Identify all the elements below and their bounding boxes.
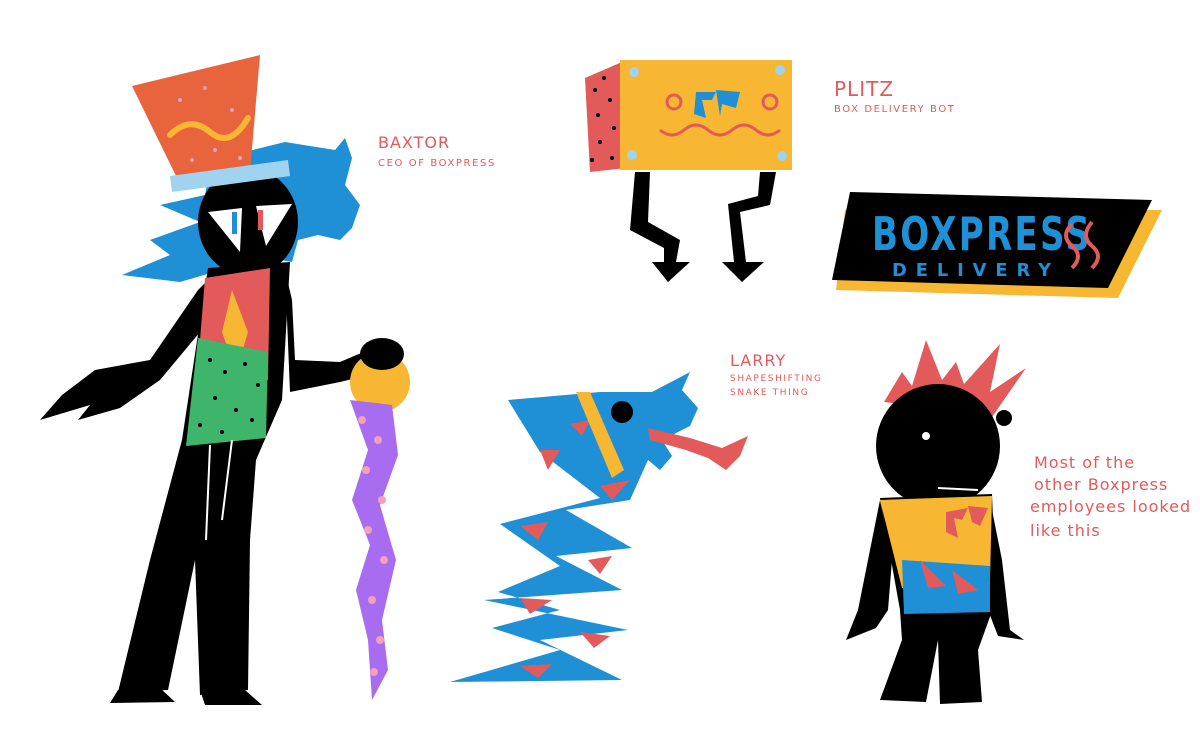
employee-mouth <box>937 487 979 491</box>
logo-plate <box>832 192 1152 288</box>
larry-body <box>450 372 698 682</box>
baxtor-left-arm <box>40 278 210 420</box>
larry-eye <box>611 401 633 423</box>
larry-tongue <box>648 428 748 470</box>
logo-word: BOXPRESS <box>872 207 1092 261</box>
baxtor-head <box>198 168 298 276</box>
baxtor-role: CEO OF BOXPRESS <box>378 158 496 169</box>
plitz-right-leg <box>722 172 776 282</box>
employee-ear <box>996 410 1012 426</box>
employee-note-line1: Most of the <box>1034 453 1136 472</box>
employee-left-arm <box>846 500 892 640</box>
larry-figure <box>450 372 748 682</box>
baxtor-cane <box>350 400 398 700</box>
larry-role-line1: SHAPESHIFTING <box>730 374 823 384</box>
employee-figure: BP <box>846 340 1026 704</box>
employee-badge: BP <box>960 519 962 521</box>
boxpress-logo: BOXPRESS DELIVERY <box>832 192 1162 298</box>
employee-head <box>876 384 1000 508</box>
baxtor-vest-pattern <box>186 338 268 446</box>
employee-note-line3: employees looked <box>1030 497 1192 516</box>
larry-name: LARRY <box>730 351 787 370</box>
plitz-mouth <box>659 123 781 137</box>
employee-eye <box>922 432 930 440</box>
logo-tagline: DELIVERY <box>892 260 1060 281</box>
employee-right-arm <box>988 500 1024 640</box>
baxtor-figure <box>40 55 410 705</box>
plitz-figure: BP <box>585 60 792 282</box>
plitz-badge: BP <box>760 99 762 101</box>
baxtor-name: BAXTOR <box>378 133 451 152</box>
plitz-left-eye <box>665 93 683 111</box>
plitz-left-leg <box>630 172 690 282</box>
larry-role-line2: SNAKE THING <box>730 388 810 398</box>
plitz-right-eye <box>761 93 779 111</box>
baxtor-cane-knob <box>350 352 410 412</box>
employee-note-line2: other Boxpress <box>1034 475 1169 494</box>
baxtor-hand <box>360 338 404 370</box>
plitz-name: PLITZ <box>834 77 895 101</box>
plitz-box-front <box>620 60 792 170</box>
baxtor-hat-band <box>170 160 290 192</box>
employee-note-line4: like this <box>1030 521 1101 540</box>
plitz-role: BOX DELIVERY BOT <box>834 104 956 115</box>
baxtor-hat <box>132 55 260 180</box>
larry-stripe <box>576 392 624 478</box>
